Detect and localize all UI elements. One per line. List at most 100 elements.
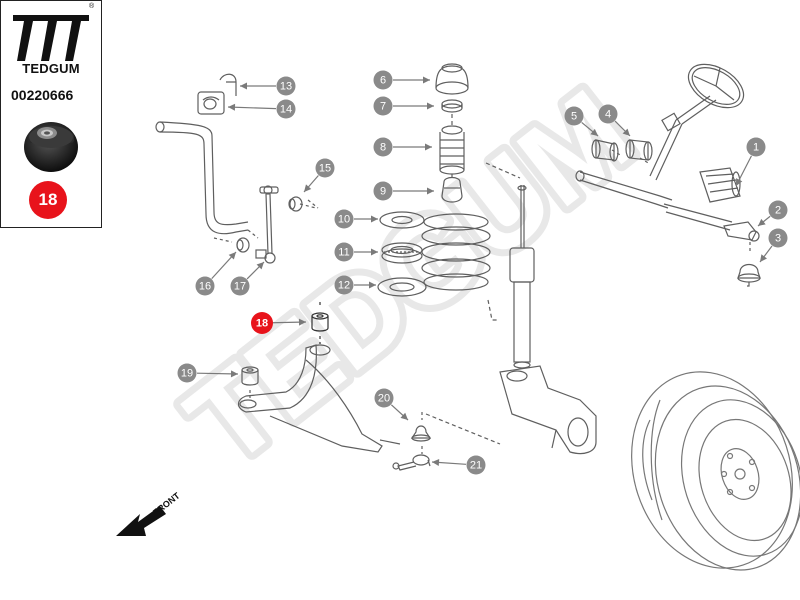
leader-arrow-12 bbox=[369, 281, 376, 289]
callout-circle bbox=[598, 104, 618, 124]
callout-number: 11 bbox=[338, 247, 349, 259]
tie-rod-boot bbox=[737, 263, 761, 287]
callout-15: 15 bbox=[315, 158, 335, 178]
callout-number: 6 bbox=[380, 75, 386, 87]
callout-circle bbox=[466, 455, 486, 475]
product-info-panel: ® TEDGUM 00220666 18 bbox=[0, 0, 102, 228]
callout-4: 4 bbox=[598, 104, 618, 124]
callout-21: 21 bbox=[466, 455, 486, 475]
bump-stop bbox=[441, 176, 463, 203]
callout-19: 19 bbox=[177, 363, 197, 383]
callout-circle bbox=[276, 99, 296, 119]
leader-arrow-3 bbox=[760, 254, 767, 262]
rack-boot bbox=[699, 167, 741, 203]
leader-arrow-8 bbox=[425, 143, 432, 151]
leader-line-14 bbox=[227, 106, 277, 110]
callout-1: 1 bbox=[746, 137, 766, 157]
anti-roll-bar bbox=[159, 121, 249, 226]
callout-circle bbox=[373, 96, 393, 116]
callout-number: 12 bbox=[338, 280, 350, 292]
callout-circle bbox=[276, 76, 296, 96]
callout-number: 9 bbox=[380, 186, 386, 198]
callout-number: 16 bbox=[199, 281, 211, 293]
leader-arrow-15 bbox=[304, 184, 312, 192]
lower-control-arm bbox=[237, 344, 401, 453]
callout-circle bbox=[746, 137, 766, 157]
tie-rod-end bbox=[723, 221, 760, 254]
callout-number: 8 bbox=[380, 142, 386, 154]
leader-arrow-1 bbox=[736, 178, 743, 186]
rack-bushing-5 bbox=[591, 139, 619, 162]
callout-circle bbox=[230, 276, 250, 296]
callout-20: 20 bbox=[374, 388, 394, 408]
coil-spring bbox=[421, 213, 491, 291]
callout-circle bbox=[334, 242, 354, 262]
callout-17: 17 bbox=[230, 276, 250, 296]
callout-circle bbox=[334, 209, 354, 229]
callout-number: 5 bbox=[571, 111, 577, 123]
callout-6: 6 bbox=[373, 70, 393, 90]
callout-circle bbox=[374, 388, 394, 408]
leader-arrow-18 bbox=[298, 318, 306, 326]
callout-number: 21 bbox=[470, 460, 482, 472]
callout-12: 12 bbox=[334, 275, 354, 295]
bushing-clamp bbox=[219, 73, 237, 96]
callout-number: 7 bbox=[380, 101, 386, 113]
callout-number: 4 bbox=[605, 109, 611, 121]
leader-arrow-7 bbox=[427, 102, 434, 110]
strut-top-mount bbox=[435, 63, 469, 95]
callout-number: 2 bbox=[775, 205, 781, 217]
leader-arrow-20 bbox=[400, 412, 408, 420]
shock-absorber bbox=[509, 185, 535, 369]
wheel-tire bbox=[631, 371, 800, 571]
strut-bearing bbox=[381, 242, 423, 264]
callout-number: 20 bbox=[378, 393, 390, 405]
leader-arrow-9 bbox=[427, 187, 434, 195]
callout-circle bbox=[251, 312, 273, 334]
leader-arrow-5 bbox=[590, 128, 598, 136]
leader-arrow-4 bbox=[622, 128, 630, 136]
bushing-photo-icon bbox=[24, 122, 78, 172]
callout-2: 2 bbox=[768, 200, 788, 220]
control-arm-bushing-19 bbox=[241, 366, 259, 398]
leader-arrow-2 bbox=[758, 218, 766, 226]
ball-joint-boot bbox=[410, 412, 501, 454]
link-bushing-lower bbox=[236, 237, 250, 253]
leader-arrow-11 bbox=[371, 248, 378, 256]
callout-3: 3 bbox=[768, 228, 788, 248]
callout-5: 5 bbox=[564, 106, 584, 126]
leader-arrow-13 bbox=[240, 82, 247, 90]
callout-number: 1 bbox=[753, 142, 759, 154]
callout-number: 19 bbox=[181, 368, 193, 380]
callout-circle bbox=[768, 228, 788, 248]
callout-number: 3 bbox=[775, 233, 781, 245]
callout-circle bbox=[373, 181, 393, 201]
callout-14: 14 bbox=[276, 99, 296, 119]
part-number: 00220666 bbox=[11, 87, 74, 103]
front-direction-arrow: FRONT bbox=[116, 490, 182, 536]
callout-circle bbox=[768, 200, 788, 220]
stabilizer-link bbox=[255, 185, 279, 264]
spring-seat-upper bbox=[379, 211, 425, 229]
leader-arrow-6 bbox=[423, 76, 430, 84]
callout-number: 17 bbox=[234, 281, 246, 293]
strut-bearing-small bbox=[441, 99, 463, 113]
registered-mark: ® bbox=[89, 3, 95, 10]
callout-number: 15 bbox=[319, 163, 331, 175]
leader-arrow-10 bbox=[371, 215, 378, 223]
callout-number: 13 bbox=[280, 81, 292, 93]
callout-8: 8 bbox=[373, 137, 393, 157]
rack-bushing-4 bbox=[625, 139, 653, 161]
callout-circle bbox=[334, 275, 354, 295]
callout-circle bbox=[564, 106, 584, 126]
spring-seat-lower bbox=[377, 277, 427, 297]
highlighted-part-badge: 18 bbox=[29, 181, 67, 219]
leader-arrow-17 bbox=[256, 262, 264, 270]
callout-circle bbox=[315, 158, 335, 178]
leader-arrow-16 bbox=[228, 252, 236, 260]
leader-arrow-14 bbox=[228, 103, 236, 111]
tedgum-logo-icon bbox=[13, 15, 89, 61]
front-label: FRONT bbox=[151, 490, 182, 517]
callout-13: 13 bbox=[276, 76, 296, 96]
